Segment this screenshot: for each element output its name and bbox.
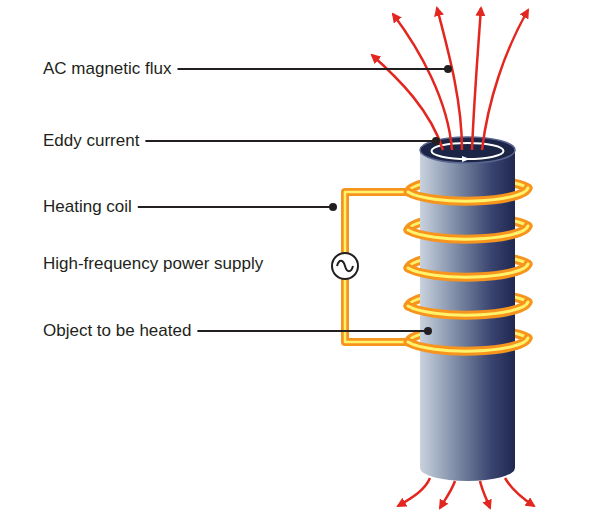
flux-arrow (398, 478, 430, 506)
coil-winding-core (408, 188, 528, 201)
label-text: Object to be heated (43, 321, 191, 341)
coil-winding-core (408, 338, 528, 351)
ac-source-symbol (332, 253, 358, 279)
flux-arrow (472, 8, 481, 150)
leader-line (178, 68, 449, 70)
leader-line (138, 206, 333, 208)
flux-arrow (482, 10, 528, 150)
coil-winding (408, 338, 528, 351)
label-text: High-frequency power supply (43, 254, 263, 274)
leader-dot (432, 137, 440, 145)
ac-source-wave (337, 261, 353, 272)
leader-line (145, 140, 436, 142)
leader-dot (424, 327, 432, 335)
coil-winding-core (408, 302, 528, 315)
leader-dot (329, 203, 337, 211)
coil-winding (408, 226, 528, 239)
coil-winding-core (408, 226, 528, 239)
flux-arrow (505, 478, 534, 506)
coil-winding (408, 302, 528, 315)
leader-line (197, 330, 428, 332)
label-text: Heating coil (43, 197, 132, 217)
coil-front (408, 188, 528, 351)
cylinder-top (420, 137, 515, 163)
coil-winding-core (408, 264, 528, 277)
coil-winding (408, 264, 528, 277)
coil-winding (408, 188, 528, 201)
flux-arrow (437, 8, 462, 150)
flux-arrow (440, 481, 455, 508)
label-text: Eddy current (43, 131, 139, 151)
flux-lines (372, 8, 534, 508)
leader-dot (444, 65, 452, 73)
eddy-arrow (462, 156, 470, 162)
label-text: AC magnetic flux (43, 59, 172, 79)
flux-arrow (480, 481, 490, 508)
